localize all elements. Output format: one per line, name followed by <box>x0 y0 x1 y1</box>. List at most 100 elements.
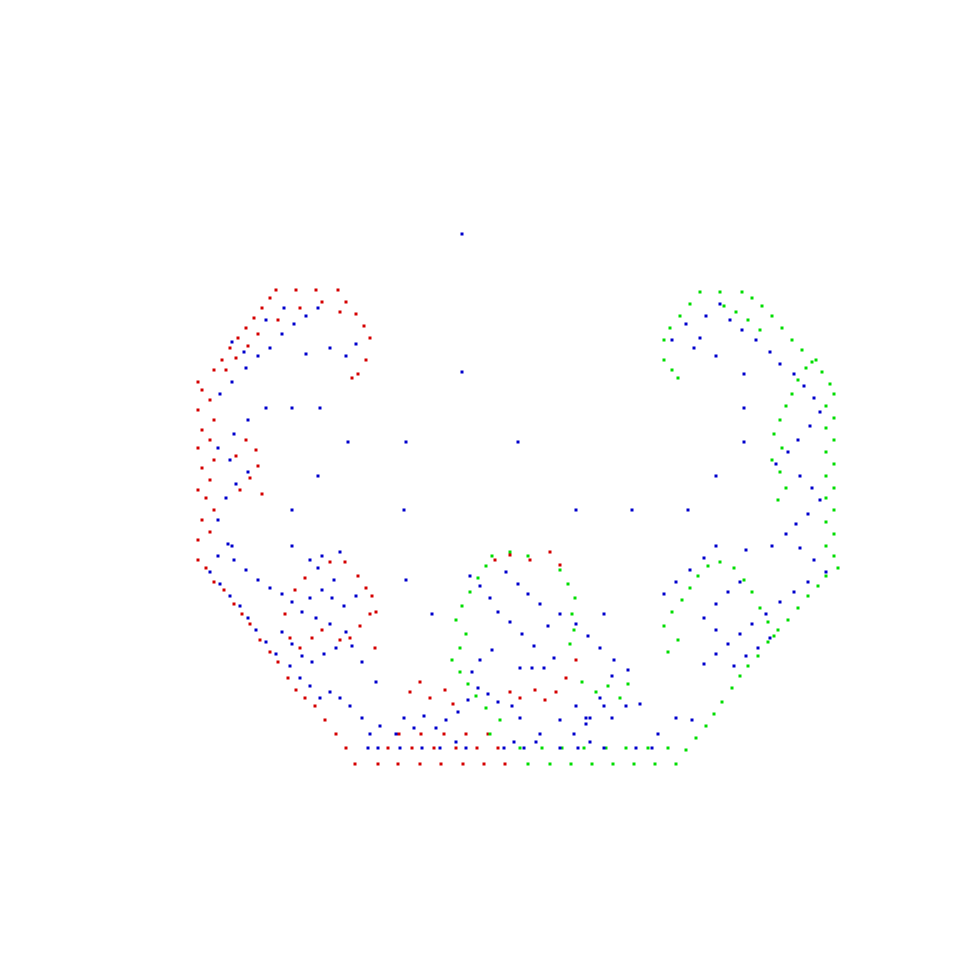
point-s2-158 <box>808 424 812 428</box>
point-s0-116 <box>234 356 238 360</box>
point-s0-25 <box>286 676 290 680</box>
point-s1-37 <box>832 508 836 512</box>
point-s0-110 <box>256 464 260 468</box>
point-s2-151 <box>754 338 758 342</box>
point-s2-75 <box>300 654 304 658</box>
point-s2-162 <box>798 474 802 478</box>
point-s1-116 <box>778 418 782 422</box>
point-s2-29 <box>518 716 522 720</box>
point-s1-54 <box>770 314 774 318</box>
point-s0-4 <box>439 762 443 766</box>
point-s1-97 <box>662 624 666 628</box>
point-s2-143 <box>698 336 702 340</box>
point-s1-24 <box>756 654 760 658</box>
point-s2-217 <box>328 346 332 350</box>
point-s2-127 <box>598 696 602 700</box>
point-s0-107 <box>350 376 354 380</box>
point-s2-16 <box>650 746 654 750</box>
point-s0-103 <box>362 324 366 328</box>
point-s1-67 <box>488 732 492 736</box>
point-s0-51 <box>364 586 368 590</box>
point-s0-92 <box>236 336 240 340</box>
point-s2-49 <box>308 684 312 688</box>
point-s2-30 <box>510 704 514 708</box>
point-s0-3 <box>418 762 422 766</box>
point-s1-17 <box>694 736 698 740</box>
point-s2-212 <box>280 332 284 336</box>
point-s1-66 <box>676 376 680 380</box>
point-s2-13 <box>588 740 592 744</box>
point-s1-1 <box>548 762 552 766</box>
point-s1-79 <box>476 576 480 580</box>
point-s0-50 <box>356 574 360 578</box>
point-s2-111 <box>508 620 512 624</box>
point-s1-101 <box>696 574 700 578</box>
point-s1-57 <box>740 290 744 294</box>
point-s2-35 <box>456 710 460 714</box>
point-s2-14 <box>602 746 606 750</box>
point-s2-5 <box>454 740 458 744</box>
point-s0-67 <box>493 558 497 562</box>
point-s2-170 <box>824 570 828 574</box>
point-s0-13 <box>475 746 479 750</box>
point-s2-182 <box>714 602 718 606</box>
point-s1-114 <box>780 446 784 450</box>
point-s0-61 <box>518 696 522 700</box>
point-s1-22 <box>738 674 742 678</box>
point-s2-96 <box>316 474 320 478</box>
point-s2-6 <box>464 746 468 750</box>
point-s2-209 <box>242 350 246 354</box>
point-s1-59 <box>698 290 702 294</box>
point-s2-198 <box>224 496 228 500</box>
point-s2-24 <box>638 702 642 706</box>
point-s2-130 <box>612 658 616 662</box>
point-s0-2 <box>396 762 400 766</box>
point-s1-53 <box>780 326 784 330</box>
point-s2-117 <box>478 658 482 662</box>
point-s1-109 <box>772 634 776 638</box>
point-s2-112 <box>496 610 500 614</box>
point-s1-78 <box>468 590 472 594</box>
point-s0-57 <box>428 696 432 700</box>
point-s2-89 <box>360 660 364 664</box>
point-s0-5 <box>461 762 465 766</box>
point-s1-52 <box>790 338 794 342</box>
point-s0-108 <box>238 488 242 492</box>
point-s0-46 <box>303 576 307 580</box>
point-s0-45 <box>293 588 297 592</box>
point-s1-103 <box>718 560 722 564</box>
point-s1-107 <box>758 606 762 610</box>
series-layer <box>196 232 840 766</box>
point-s0-66 <box>574 658 578 662</box>
point-s2-135 <box>574 508 578 512</box>
point-s0-113 <box>234 454 238 458</box>
point-s0-81 <box>196 446 200 450</box>
point-s2-50 <box>298 676 302 680</box>
point-s2-148 <box>718 302 722 306</box>
point-s2-221 <box>264 318 268 322</box>
point-s2-61 <box>226 542 230 546</box>
point-s1-0 <box>526 762 530 766</box>
point-s2-63 <box>244 568 248 572</box>
point-s0-10 <box>410 746 414 750</box>
point-s0-84 <box>212 418 216 422</box>
point-s2-191 <box>744 654 748 658</box>
point-s2-95 <box>290 544 294 548</box>
point-s1-2 <box>569 762 573 766</box>
point-s2-47 <box>328 690 332 694</box>
point-s0-83 <box>200 428 204 432</box>
point-s2-66 <box>280 592 284 596</box>
point-s2-210 <box>230 340 234 344</box>
point-s0-22 <box>313 704 317 708</box>
point-s2-208 <box>256 354 260 358</box>
point-s2-115 <box>468 574 472 578</box>
point-s0-121 <box>320 300 324 304</box>
point-s2-167 <box>784 532 788 536</box>
point-s2-58 <box>218 582 222 586</box>
point-s0-7 <box>503 762 507 766</box>
point-s1-91 <box>594 690 598 694</box>
point-s2-53 <box>264 640 268 644</box>
point-s2-83 <box>332 578 336 582</box>
point-s2-122 <box>526 592 530 596</box>
point-s2-28 <box>538 732 542 736</box>
